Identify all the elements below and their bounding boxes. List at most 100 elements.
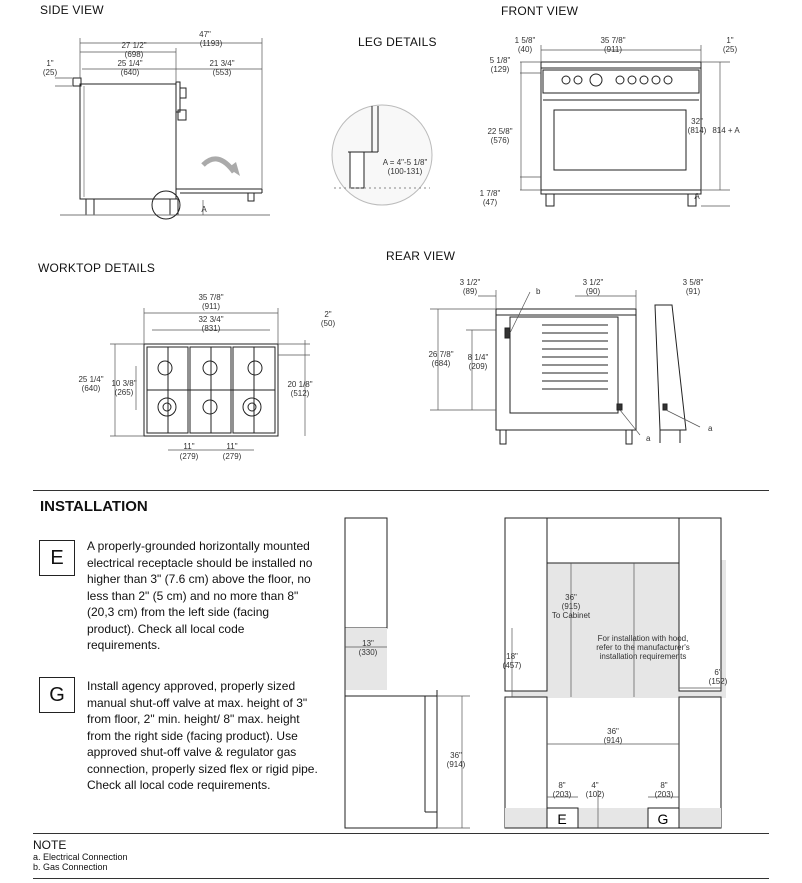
cab-front-e1-mm: (203): [553, 790, 572, 799]
worktop-details-title: WORKTOP DETAILS: [38, 261, 156, 275]
side-overall-mm: (1193): [200, 39, 223, 48]
cab-front-h18-mm: (457): [503, 661, 522, 670]
cab-front-e2-mm: (102): [586, 790, 605, 799]
rear-view-title: REAR VIEW: [386, 249, 456, 263]
rear-a-label-2: a: [708, 424, 713, 433]
installation-title: INSTALLATION: [40, 498, 148, 515]
front-a-label: A: [694, 192, 700, 201]
bottom-divider: [33, 878, 769, 879]
front-h-in: 32": [691, 117, 703, 126]
e-text: A properly-grounded horizontally mounted…: [87, 539, 313, 652]
note-title: NOTE: [33, 838, 67, 852]
cab-front-r6-mm: (152): [709, 677, 728, 686]
leg-details-title: LEG DETAILS: [358, 35, 437, 49]
cab-side-h-mm: (914): [447, 760, 466, 769]
side-d4-mm: (25): [43, 68, 58, 77]
front-h-plus: 814 + A: [712, 126, 740, 135]
note-a: a. Electrical Connection: [33, 852, 128, 862]
front-l1-mm: (40): [518, 45, 533, 54]
rear-l-in: 3 1/2": [460, 278, 481, 287]
note-divider: [33, 833, 769, 834]
worktop-top-mm: (50): [321, 319, 336, 328]
cabinet-front-drawing: [504, 517, 726, 829]
note-b: b. Gas Connection: [33, 862, 108, 872]
front-view-title: FRONT VIEW: [501, 4, 579, 18]
worktop-b1-in: 11": [183, 442, 194, 451]
front-t-mm: (129): [491, 65, 510, 74]
rear-h2-mm: (209): [469, 362, 488, 371]
front-r1-in: 1": [726, 36, 733, 45]
leg-a-mm: (100-131): [388, 167, 423, 176]
worktop-d-in: 25 1/4": [78, 375, 103, 384]
cab-front-e-letter: E: [557, 811, 566, 827]
installation-divider: [33, 490, 769, 491]
cab-front-r6-in: 6": [714, 668, 721, 677]
side-d1-in: 27 1/2": [121, 41, 146, 50]
g-letter-box: G: [39, 677, 75, 713]
rear-r-in: 3 5/8": [683, 278, 704, 287]
front-h-mm: (814): [688, 126, 707, 135]
worktop-b1-mm: (279): [180, 452, 199, 461]
rear-h-in: 26 7/8": [428, 350, 453, 359]
front-m-mm: (576): [491, 136, 510, 145]
side-a-label: A: [201, 205, 207, 214]
front-t-in: 5 1/8": [490, 56, 511, 65]
cab-hood-note-1: For installation with hood,: [598, 634, 689, 643]
side-d2-in: 25 1/4": [117, 59, 142, 68]
worktop-top-in: 2": [324, 310, 331, 319]
e-letter-box: E: [39, 540, 75, 576]
leg-a-in: A = 4"-5 1/8": [383, 158, 428, 167]
rear-view-drawing: [495, 304, 687, 445]
side-overall-in: 47": [199, 30, 211, 39]
cab-hood-note-2: refer to the manufacturer's: [596, 643, 690, 652]
rear-h2-in: 8 1/4": [468, 353, 489, 362]
front-b-mm: (47): [483, 198, 498, 207]
cab-front-w-in: 36": [607, 727, 619, 736]
front-r1-mm: (25): [723, 45, 738, 54]
cab-front-g1-in: 8": [660, 781, 667, 790]
worktop-b2-mm: (279): [223, 452, 242, 461]
cab-hood-note-3: installation requirements: [600, 652, 687, 661]
cab-front-h18-in: 18": [506, 652, 518, 661]
worktop-mid-in: 10 3/8": [111, 379, 136, 388]
front-w-mm: (911): [604, 45, 622, 54]
worktop-drawing: [143, 343, 279, 437]
cab-front-top-mm: (915): [562, 602, 581, 611]
worktop-mid-mm: (265): [115, 388, 134, 397]
worktop-i-in: 32 3/4": [198, 315, 223, 324]
front-b-in: 1 7/8": [480, 189, 501, 198]
rear-r-mm: (91): [686, 287, 701, 296]
rear-b-label: b: [536, 287, 541, 296]
worktop-b2-in: 11": [226, 442, 237, 451]
g-text: Install agency approved, properly sized …: [87, 679, 318, 792]
cab-front-w-mm: (914): [604, 736, 623, 745]
cabinet-side-drawing: [344, 517, 438, 829]
front-view-drawing: [540, 61, 702, 207]
side-view-title: SIDE VIEW: [40, 3, 104, 17]
rear-a-label-1: a: [646, 434, 651, 443]
side-view-drawing: [60, 77, 270, 220]
worktop-r-mm: (512): [291, 389, 310, 398]
rear-c-in: 3 1/2": [583, 278, 604, 287]
cab-front-top-in: 36": [565, 593, 577, 602]
worktop-w-mm: (911): [202, 302, 220, 311]
rotate-arrow-icon: [201, 156, 237, 174]
rear-l-mm: (89): [463, 287, 478, 296]
rear-h-mm: (684): [432, 359, 451, 368]
cab-front-e2-in: 4": [591, 781, 598, 790]
rear-c-mm: (90): [586, 287, 601, 296]
side-d3-in: 21 3/4": [209, 59, 234, 68]
worktop-d-mm: (640): [82, 384, 101, 393]
worktop-i-mm: (831): [202, 324, 221, 333]
front-m-in: 22 5/8": [487, 127, 512, 136]
cab-side-d-in: 13": [362, 639, 374, 648]
cab-front-top-note: To Cabinet: [552, 611, 591, 620]
cab-front-g1-mm: (203): [655, 790, 674, 799]
cab-front-g-letter: G: [658, 811, 669, 827]
front-w-in: 35 7/8": [600, 36, 625, 45]
side-d2-mm: (640): [121, 68, 140, 77]
worktop-w-in: 35 7/8": [198, 293, 223, 302]
cab-side-h-in: 36": [450, 751, 462, 760]
front-l1-in: 1 5/8": [515, 36, 536, 45]
